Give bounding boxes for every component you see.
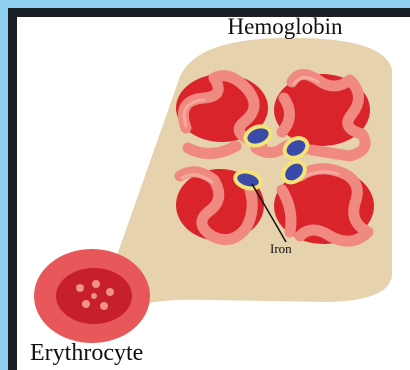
iron-label: Iron xyxy=(270,241,292,257)
erythrocyte-cell xyxy=(34,249,150,343)
erythrocyte-label: Erythrocyte xyxy=(30,340,143,367)
hemoglobin-title: Hemoglobin xyxy=(200,14,370,40)
